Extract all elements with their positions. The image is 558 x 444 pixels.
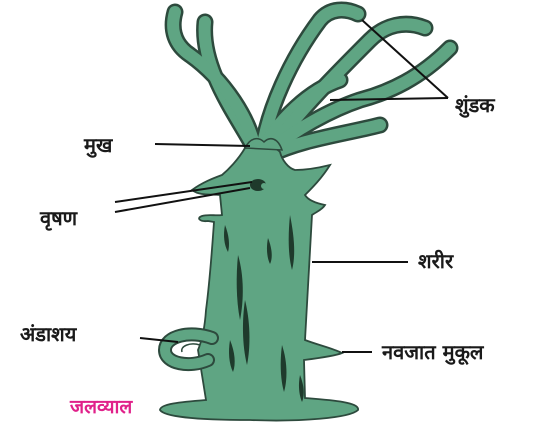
label-body: शरीर <box>418 251 453 271</box>
label-new-bud: नवजात मुकूल <box>382 342 483 362</box>
figure-caption: जलव्याल <box>70 398 132 417</box>
label-testis: वृषण <box>40 208 77 228</box>
label-mouth: मुख <box>84 135 112 155</box>
label-ovary: अंडाशय <box>20 324 76 344</box>
label-tentacles: शुंडक <box>455 95 495 115</box>
leader-mouth <box>155 144 250 146</box>
